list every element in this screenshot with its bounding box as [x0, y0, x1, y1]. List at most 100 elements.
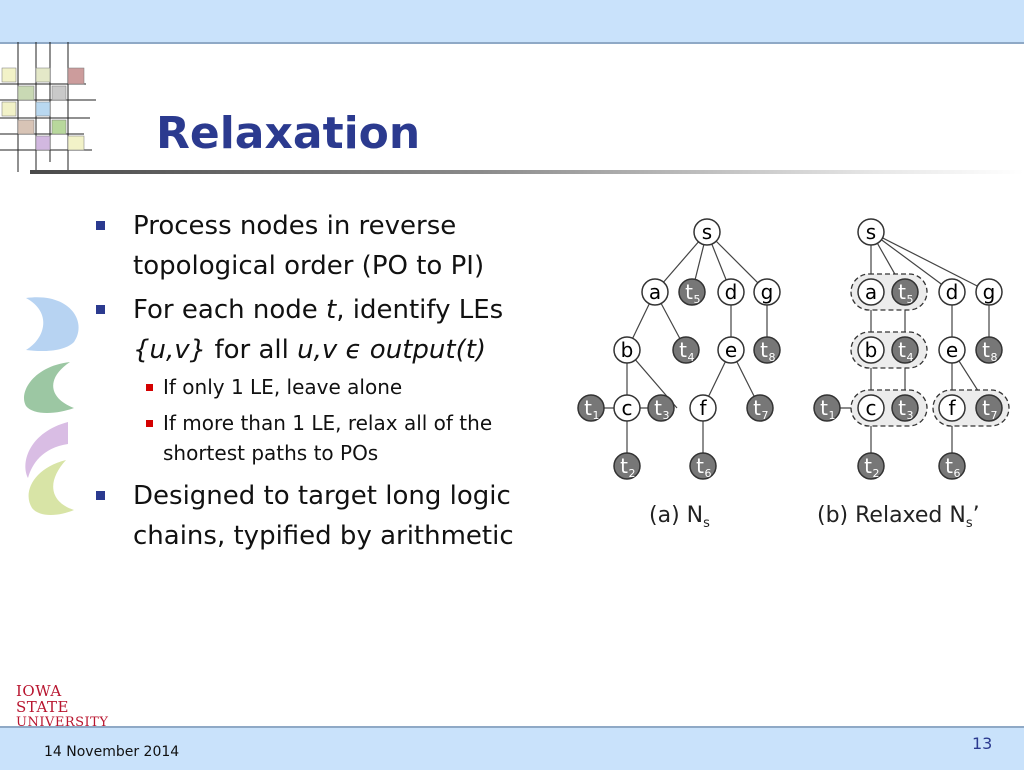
svg-text:1: 1 [593, 409, 600, 422]
node-a-a: a [641, 278, 669, 306]
svg-text:7: 7 [762, 409, 769, 422]
sub-bullet-list: If only 1 LE, leave alone If more than 1… [133, 372, 576, 468]
svg-text:t: t [753, 396, 761, 420]
node-s-a: s [693, 218, 721, 246]
node-e-a: e [717, 336, 745, 364]
svg-text:t: t [584, 396, 592, 420]
top-bar [0, 0, 1024, 44]
svg-text:a: a [865, 280, 877, 304]
svg-text:c: c [866, 396, 877, 420]
bullet-square-icon [96, 491, 105, 500]
bullet-text: Designed to target long logic chains, ty… [133, 481, 514, 551]
node-f-a: f [689, 394, 717, 422]
node-b-b: b [857, 336, 885, 364]
svg-text:t: t [654, 396, 662, 420]
bullet-item: For each node t, identify LEs {u,v} for … [96, 290, 576, 468]
logo-line-1: IOWA STATE [16, 682, 69, 716]
svg-text:g: g [761, 280, 774, 304]
svg-text:t: t [982, 338, 990, 362]
sub-bullet-item: If more than 1 LE, relax all of the shor… [133, 408, 576, 468]
svg-text:2: 2 [873, 467, 880, 480]
node-a-b: a [857, 278, 885, 306]
sub-bullet-text: If only 1 LE, leave alone [163, 375, 403, 399]
svg-text:t: t [820, 396, 828, 420]
svg-text:1: 1 [829, 409, 836, 422]
svg-text:3: 3 [663, 409, 670, 422]
bullet-text-cond: u,v ϵ output(t) [297, 335, 487, 365]
slide-title: Relaxation [156, 108, 421, 159]
university-logo: IOWA STATE UNIVERSITY [16, 682, 116, 730]
svg-text:t: t [945, 454, 953, 478]
svg-text:t: t [982, 396, 990, 420]
page-number: 13 [972, 734, 993, 753]
node-c-a: c [613, 394, 641, 422]
svg-text:t: t [620, 454, 628, 478]
caption-b: (b) Relaxed Ns’ [817, 503, 980, 531]
bullet-list: Process nodes in reverse topological ord… [96, 206, 576, 560]
svg-text:d: d [725, 280, 738, 304]
svg-text:f: f [699, 396, 707, 420]
node-g-a: g [753, 278, 781, 306]
svg-text:g: g [983, 280, 996, 304]
svg-text:8: 8 [991, 351, 998, 364]
node-d-b: d [938, 278, 966, 306]
svg-text:t: t [679, 338, 687, 362]
svg-text:2: 2 [629, 467, 636, 480]
title-underline [30, 170, 1024, 174]
bullet-text: Process nodes in reverse topological ord… [133, 211, 485, 281]
bottom-bar [0, 726, 1024, 770]
bullet-text-post: for all [206, 335, 298, 365]
svg-text:t: t [696, 454, 704, 478]
svg-text:t: t [898, 338, 906, 362]
svg-text:b: b [865, 338, 878, 362]
node-c-b: c [857, 394, 885, 422]
svg-text:t: t [685, 280, 693, 304]
svg-text:s: s [702, 220, 712, 244]
node-s-b: s [857, 218, 885, 246]
grid-decoration [0, 42, 96, 172]
svg-text:s: s [866, 220, 876, 244]
svg-text:t: t [864, 454, 872, 478]
bullet-square-icon [96, 221, 105, 230]
node-b-a: b [613, 336, 641, 364]
svg-text:8: 8 [769, 351, 776, 364]
svg-text:7: 7 [991, 409, 998, 422]
svg-text:t: t [898, 280, 906, 304]
bullet-item: Process nodes in reverse topological ord… [96, 206, 576, 286]
bullet-text-pre: For each node [133, 295, 327, 325]
svg-text:f: f [948, 396, 956, 420]
svg-text:c: c [622, 396, 633, 420]
svg-text:3: 3 [907, 409, 914, 422]
svg-text:4: 4 [907, 351, 914, 364]
footer-date: 14 November 2014 [44, 744, 180, 760]
crescent-decoration [23, 297, 79, 515]
sub-bullet-square-icon [146, 420, 153, 427]
svg-text:d: d [946, 280, 959, 304]
svg-text:b: b [621, 338, 634, 362]
node-f-b: f [938, 394, 966, 422]
svg-text:t: t [760, 338, 768, 362]
caption-a: (a) Ns [649, 503, 710, 531]
bullet-text-mid: , identify LEs [336, 295, 504, 325]
svg-text:a: a [649, 280, 661, 304]
sub-bullet-square-icon [146, 384, 153, 391]
node-d-a: d [717, 278, 745, 306]
